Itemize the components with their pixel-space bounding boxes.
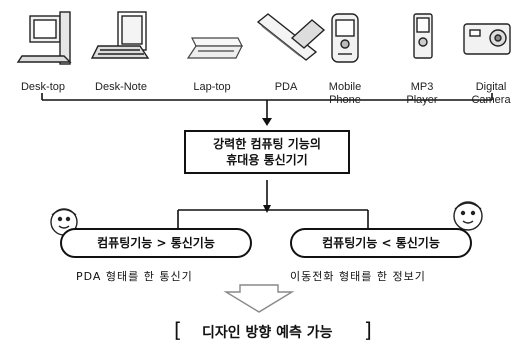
laptop-icon	[186, 37, 243, 59]
central-concept-line2: 휴대용 통신기기	[226, 153, 308, 167]
right-branch-caption: 이동전화 형태를 한 정보기	[290, 270, 426, 283]
device-label-digital-camera: Digital Camera	[471, 81, 511, 106]
central-concept-line1: 강력한 컴퓨팅 기능의	[213, 137, 321, 151]
device-label-mp3-player: MP3 Player	[406, 81, 438, 106]
left-branch-pill: 컴퓨팅기능 > 통신기능	[60, 228, 252, 258]
device-label-desktop: Desk-top	[20, 81, 66, 93]
device-label-laptop: Lap-top	[193, 81, 231, 93]
desktop-computer-icon	[16, 11, 72, 65]
down-arrow-icon	[223, 284, 295, 313]
right-branch-pill: 컴퓨팅기능 < 통신기능	[290, 228, 472, 258]
mp3-player-icon	[413, 13, 433, 59]
person-face-icon	[453, 201, 483, 231]
central-concept-box: 강력한 컴퓨팅 기능의 휴대용 통신기기	[184, 130, 350, 174]
device-label-pda: PDA	[274, 81, 298, 93]
conclusion-bracket-open: [	[174, 318, 182, 342]
device-label-desk-note: Desk-Note	[95, 81, 147, 93]
left-branch-caption: PDA 형태를 한 통신기	[76, 270, 193, 283]
desk-note-computer-icon	[90, 11, 150, 59]
conclusion-text: 디자인 방향 예측 가능	[202, 325, 333, 341]
digital-camera-icon	[463, 23, 511, 55]
mobile-phone-icon	[331, 13, 359, 63]
device-label-mobile-phone: Mobile Phone	[328, 81, 362, 106]
pda-icon	[256, 13, 326, 61]
conclusion-bracket-close: ]	[364, 318, 372, 342]
